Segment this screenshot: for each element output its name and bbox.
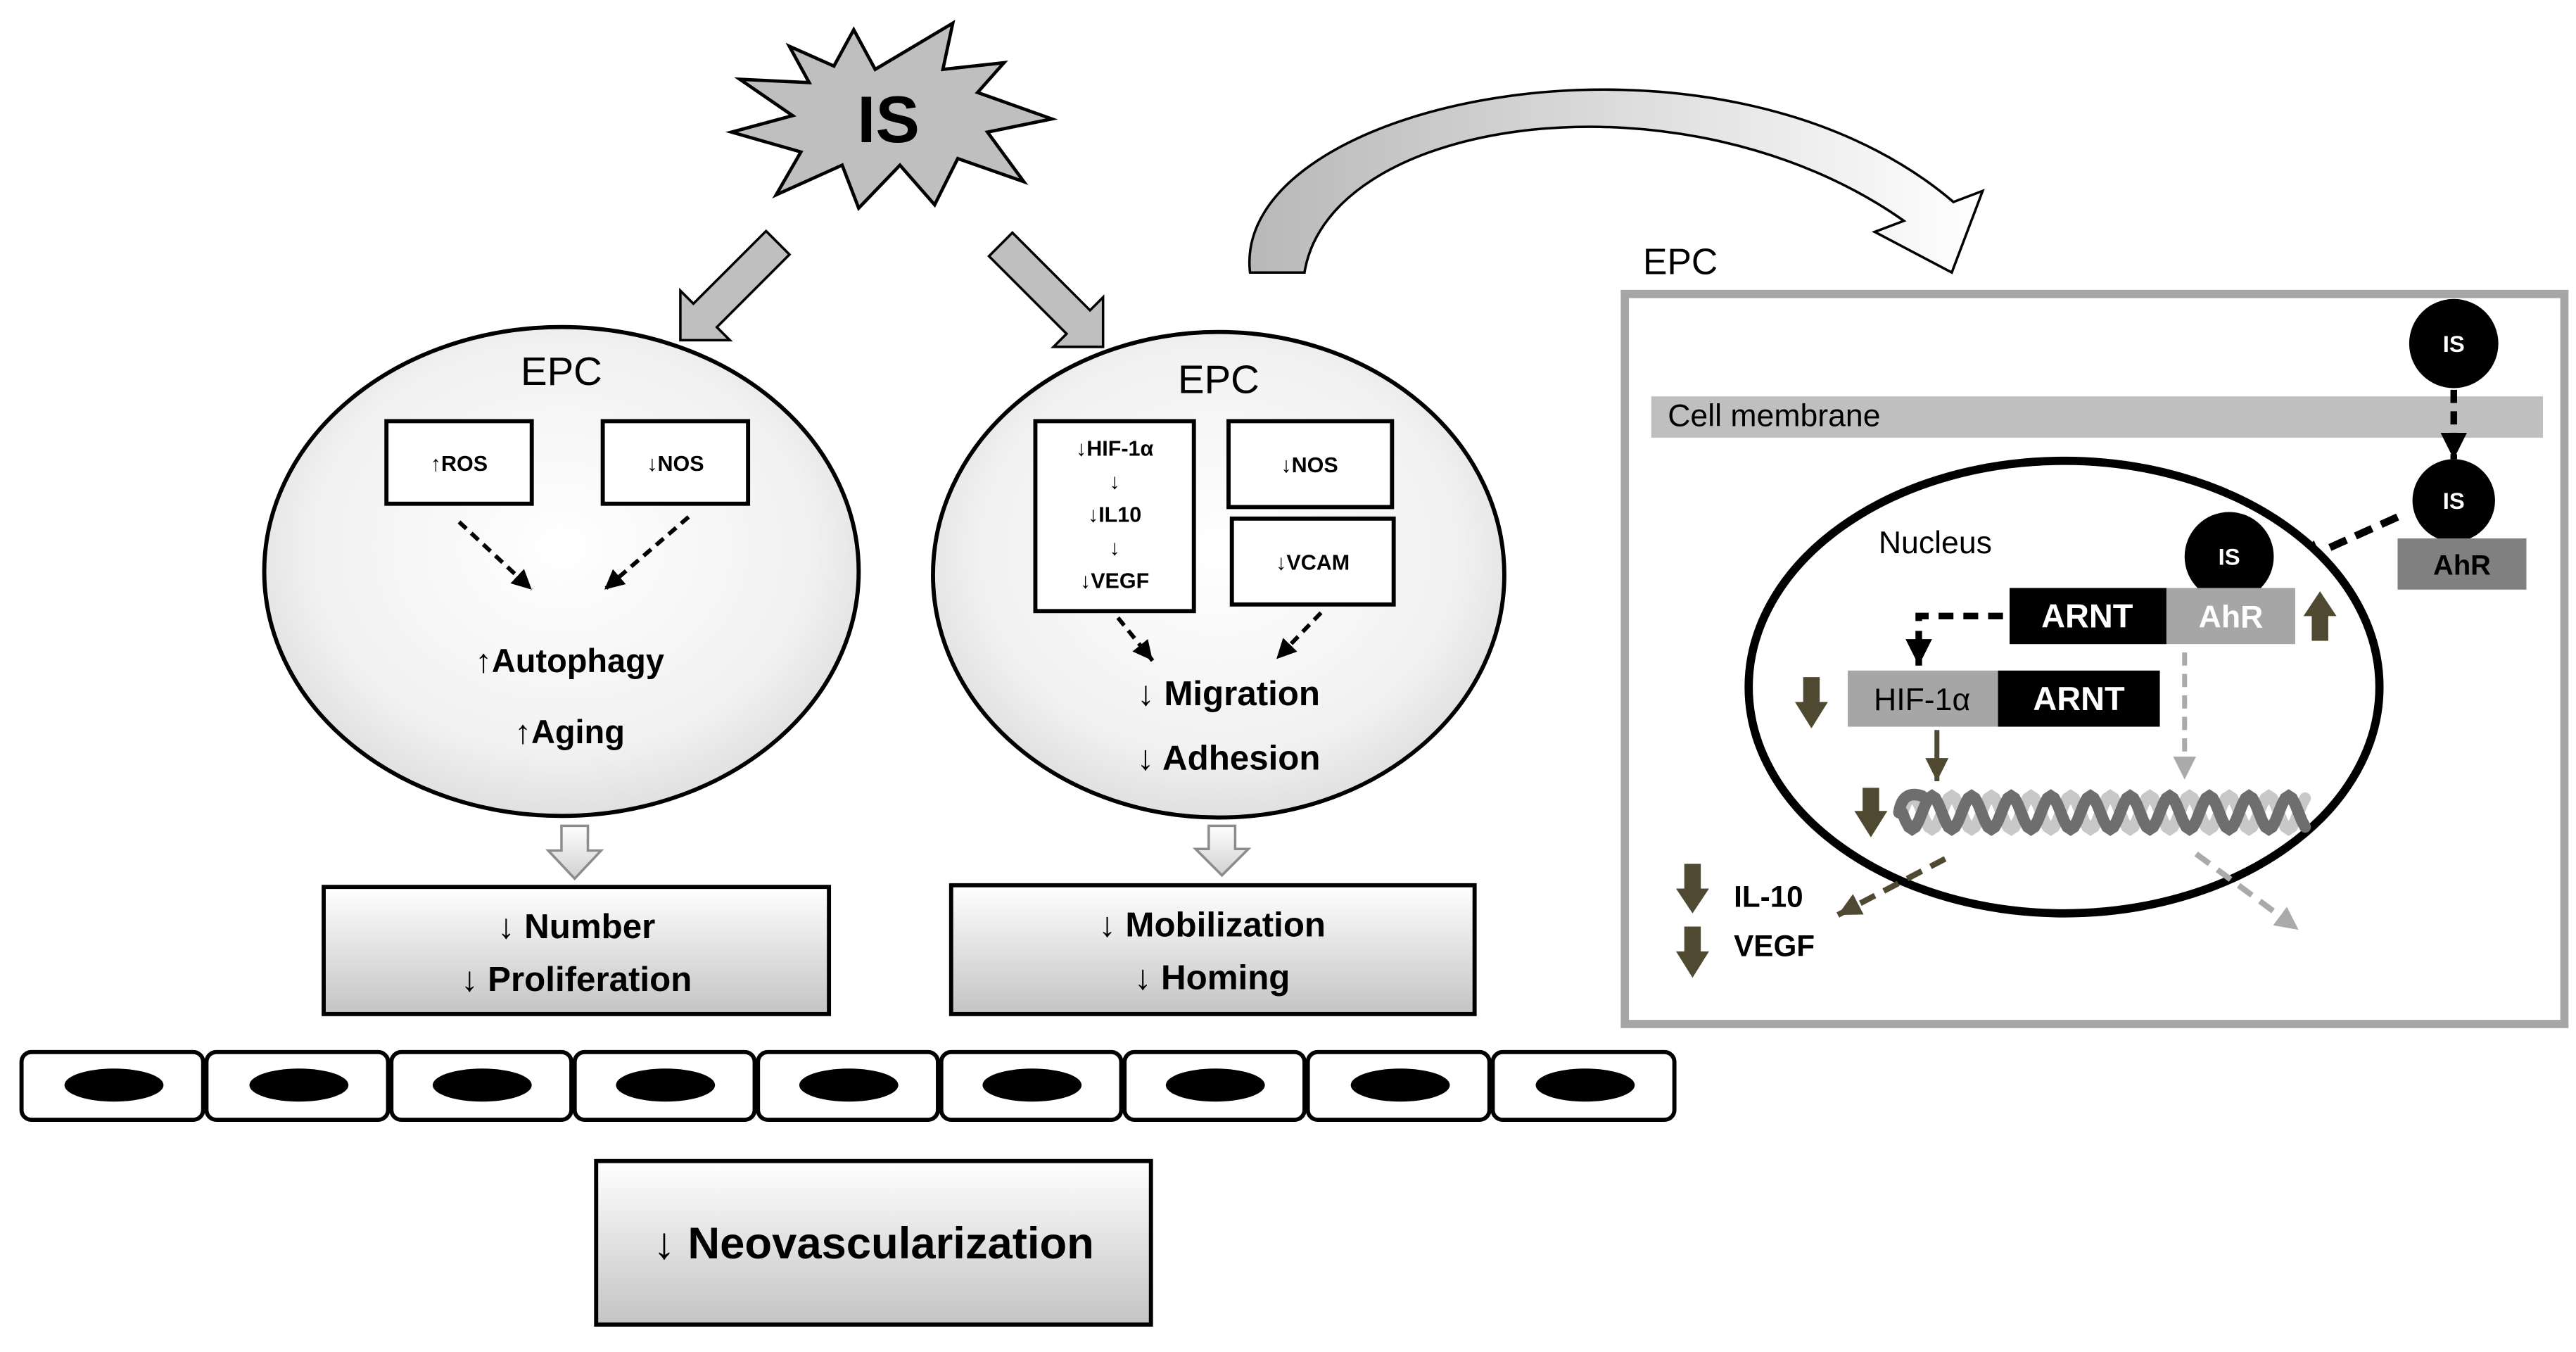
nos-box-left bbox=[600, 419, 751, 506]
cascade-arrow-2: ↓ bbox=[1109, 536, 1119, 560]
aging-label: ↑Aging bbox=[515, 714, 625, 750]
il10-label: IL-10 bbox=[1734, 880, 1803, 913]
ahr-cytoplasm-label: AhR bbox=[2433, 550, 2491, 581]
cell-nucleus bbox=[432, 1068, 532, 1102]
gene-output-arrow-gray bbox=[2194, 851, 2301, 933]
is-nuclear-label: IS bbox=[2219, 544, 2240, 570]
endothelial-cell bbox=[1490, 1049, 1677, 1122]
adhesion-label: ↓ Adhesion bbox=[1137, 739, 1321, 778]
neovascularization-frame bbox=[594, 1158, 1153, 1327]
endothelial-cell bbox=[1122, 1049, 1307, 1122]
il10-line: ↓IL10 bbox=[1088, 503, 1141, 527]
endothelial-cell bbox=[19, 1049, 205, 1122]
migration-label: ↓ Migration bbox=[1137, 674, 1320, 713]
arnt-label-1: ARNT bbox=[2041, 598, 2133, 635]
down-arrow-left-outcome bbox=[545, 824, 604, 881]
mobilization-label: ↓ Mobilization bbox=[1098, 906, 1326, 944]
hif-cascade-box bbox=[1033, 419, 1196, 614]
endothelial-layer bbox=[19, 1049, 1677, 1122]
is-nuclear-circle bbox=[2184, 512, 2274, 602]
gene-output-arrow-olive bbox=[1836, 856, 1947, 918]
vcam-box bbox=[1229, 516, 1396, 607]
ahr-nuclear-box bbox=[2166, 588, 2295, 645]
cell-membrane-label: Cell membrane bbox=[1668, 398, 1880, 433]
cell-nucleus bbox=[1165, 1068, 1265, 1102]
cell-nucleus bbox=[249, 1068, 349, 1102]
block-arrow-left bbox=[679, 229, 792, 342]
vegf-line: ↓VEGF bbox=[1080, 569, 1149, 593]
dna-end-hook bbox=[1893, 788, 1928, 819]
vegf-down-arrow bbox=[1675, 926, 1709, 978]
starburst-shape bbox=[725, 20, 1058, 211]
ros-box bbox=[384, 419, 534, 506]
panel-title: EPC bbox=[1643, 241, 1718, 282]
endothelial-cell bbox=[1305, 1049, 1492, 1122]
arnt-label-2: ARNT bbox=[2033, 681, 2125, 717]
ahr-cytoplasm-box bbox=[2397, 538, 2527, 590]
hif-line: ↓HIF-1α bbox=[1076, 437, 1154, 461]
arnt-box-2 bbox=[1998, 670, 2160, 727]
nos-label-left: ↓NOS bbox=[647, 452, 704, 476]
middle-outcome-frame bbox=[948, 883, 1477, 1016]
cell-membrane-bar bbox=[1651, 396, 2543, 438]
left-epc-title: EPC bbox=[521, 349, 602, 393]
nos-label-middle: ↓NOS bbox=[1281, 453, 1338, 477]
is-cytoplasm-label: IS bbox=[2443, 488, 2465, 514]
is-cytoplasm-circle bbox=[2412, 459, 2495, 542]
proliferation-label: ↓ Proliferation bbox=[461, 960, 692, 999]
dna-helix bbox=[1893, 788, 2311, 836]
number-label: ↓ Number bbox=[497, 907, 655, 946]
cell-nucleus bbox=[799, 1068, 899, 1102]
dna-strand-dark bbox=[1896, 789, 2311, 836]
vegf-label: VEGF bbox=[1734, 930, 1815, 963]
nucleus-label: Nucleus bbox=[1879, 526, 1992, 560]
cell-nucleus bbox=[1350, 1068, 1450, 1102]
curved-arrow-to-panel bbox=[1248, 88, 1985, 274]
left-outcome-frame bbox=[322, 885, 832, 1016]
endothelial-cell bbox=[939, 1049, 1124, 1122]
cell-nucleus bbox=[64, 1068, 164, 1102]
arnt-box-1 bbox=[2010, 588, 2166, 645]
hif-to-migration-arrow bbox=[1116, 616, 1155, 662]
neovascularization-label: ↓ Neovascularization bbox=[653, 1219, 1094, 1268]
cascade-arrow-1: ↓ bbox=[1109, 470, 1119, 494]
ahr-nuclear-label: AhR bbox=[2199, 600, 2264, 635]
ros-to-autophagy-arrow bbox=[457, 520, 533, 591]
nos-to-autophagy-arrow bbox=[603, 515, 690, 591]
is-extracellular-circle bbox=[2409, 298, 2499, 388]
endothelial-cell bbox=[572, 1049, 757, 1122]
il10-down-arrow bbox=[1675, 864, 1709, 914]
block-arrow-right bbox=[987, 231, 1105, 348]
endothelial-cell bbox=[389, 1049, 573, 1122]
is-extracellular-label: IS bbox=[2443, 331, 2465, 357]
mechanism-panel: EPC Cell membrane IS IS AhR Nucleus IS A… bbox=[1620, 241, 2569, 1028]
hif-box bbox=[1848, 670, 1998, 727]
endothelial-cell bbox=[204, 1049, 391, 1122]
ahr-up-arrow bbox=[2303, 591, 2337, 641]
left-epc-cell: EPC ↑ROS ↓NOS ↑Autophagy ↑Aging bbox=[262, 324, 861, 819]
middle-epc-title: EPC bbox=[1178, 358, 1260, 402]
cell-nucleus bbox=[616, 1068, 716, 1102]
ros-label: ↑ROS bbox=[431, 452, 488, 476]
arnt-competition-arrow bbox=[1905, 612, 2003, 666]
hif-label: HIF-1α bbox=[1874, 683, 1970, 717]
homing-label: ↓ Homing bbox=[1134, 959, 1290, 997]
is-stimulus-star: IS bbox=[725, 20, 1058, 211]
middle-epc-cell: EPC ↓HIF-1α ↓ ↓IL10 ↓ ↓VEGF ↓NOS ↓VCAM ↓… bbox=[931, 329, 1506, 820]
cell-nucleus bbox=[1535, 1068, 1635, 1102]
vcam-to-migration-arrow bbox=[1274, 611, 1323, 661]
middle-outcome-box: ↓ Mobilization ↓ Homing bbox=[948, 883, 1477, 1016]
endothelial-cell bbox=[756, 1049, 940, 1122]
down-arrow-middle-outcome bbox=[1192, 824, 1252, 878]
transcription-down-arrow bbox=[1854, 788, 1888, 838]
nos-box-middle bbox=[1226, 419, 1395, 510]
neovascularization-box: ↓ Neovascularization bbox=[594, 1158, 1153, 1327]
stimulus-label: IS bbox=[857, 82, 920, 156]
cell-nucleus bbox=[982, 1068, 1082, 1102]
left-outcome-box: ↓ Number ↓ Proliferation bbox=[322, 885, 832, 1016]
vcam-label: ↓VCAM bbox=[1276, 551, 1350, 575]
autophagy-label: ↑Autophagy bbox=[475, 643, 664, 679]
